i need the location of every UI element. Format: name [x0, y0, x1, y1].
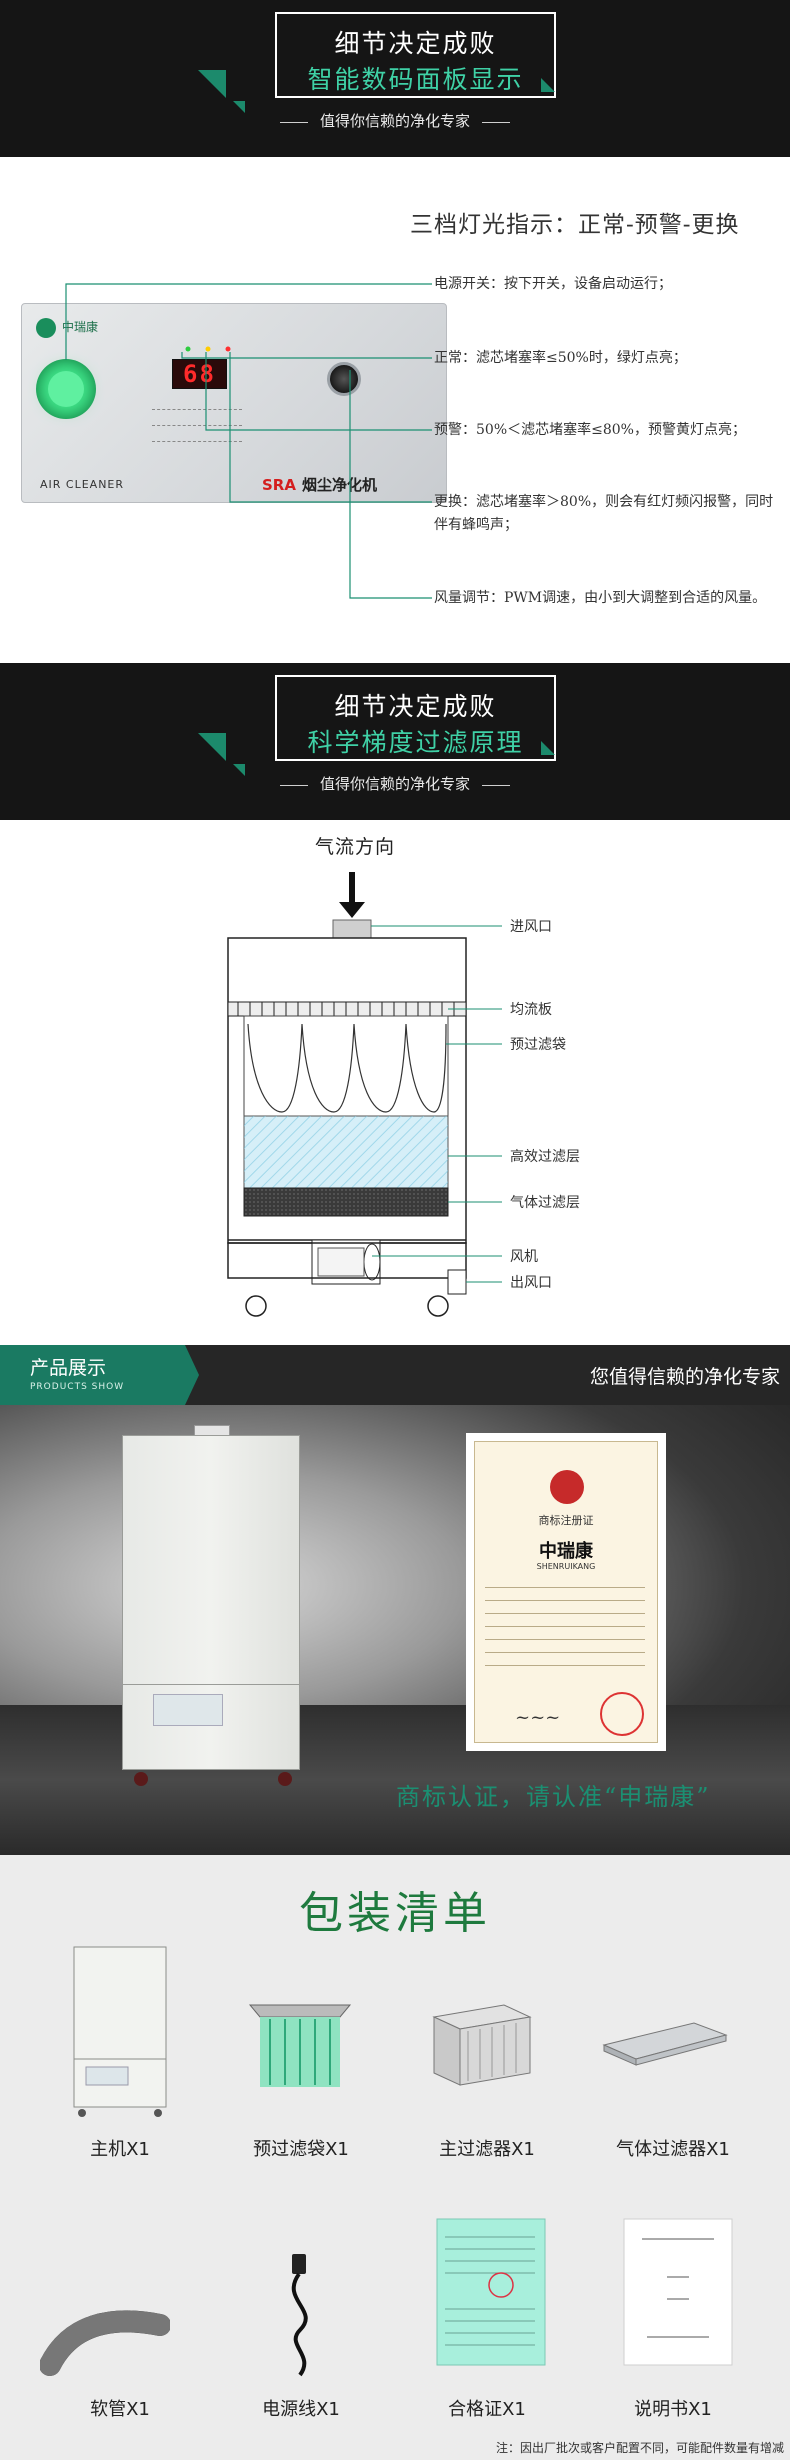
header-tagline: 您值得信赖的净化专家	[589, 1366, 780, 1388]
brand-logo-icon	[36, 318, 56, 338]
tab-title-en: PRODUCTS SHOW	[30, 1382, 125, 1392]
gas-filter-icon	[602, 2022, 728, 2066]
trademark-slogan: 商标认证，请认准“申瑞康”	[396, 1783, 711, 1811]
airflow-arrow-icon	[339, 872, 365, 918]
certificate-text-lines	[485, 1587, 645, 1678]
digital-display: 68	[172, 359, 227, 389]
item-label-pre-filter-bag: 预过滤袋X1	[253, 2139, 349, 2160]
note-power: 电源开关：按下开关，设备启动运行；	[434, 276, 672, 292]
banner-heading: 细节决定成败	[334, 692, 497, 721]
item-label-manual: 说明书X1	[634, 2399, 712, 2420]
main-filter-icon	[432, 2004, 532, 2086]
banner-tagline: 值得你信赖的净化专家	[0, 110, 790, 131]
decor-triangle	[198, 733, 226, 761]
packing-list-section: 包装清单 主机X1 预过滤袋X1 主过滤器X1 气体过滤器X1	[0, 1855, 790, 2460]
brand-name: 中瑞康	[62, 320, 99, 334]
callout-lines	[65, 283, 432, 599]
product-stage: 商标注册证 中瑞康 SHENRUIKANG ~~~ 商标认证，请认准“申瑞康”	[0, 1405, 790, 1855]
wheel-icon	[278, 1772, 292, 1786]
bag-filter-icon	[248, 2004, 352, 2087]
note-warning: 预警：50%＜滤芯堵塞率≤80%，预警黄灯点亮；	[434, 422, 746, 438]
trademark-certificate: 商标注册证 中瑞康 SHENRUIKANG ~~~	[466, 1433, 666, 1751]
hose-icon	[40, 2310, 170, 2376]
manual-icon	[623, 2218, 733, 2366]
item-label-main-filter: 主过滤器X1	[439, 2139, 535, 2160]
item-label-hose: 软管X1	[90, 2399, 150, 2420]
cabinet-icon	[73, 1946, 167, 2117]
signature-icon: ~~~	[515, 1707, 561, 1728]
decor-triangle	[541, 78, 555, 92]
label-fan: 风机	[510, 1249, 538, 1265]
banner-tagline: 值得你信赖的净化专家	[0, 773, 790, 794]
banner-filter: 细节决定成败 科学梯度过滤原理 值得你信赖的净化专家	[0, 663, 790, 820]
model-name: 烟尘净化机	[301, 476, 377, 494]
tab-title-cn: 产品展示	[30, 1357, 107, 1379]
product-show-header: 产品展示 PRODUCTS SHOW 您值得信赖的净化专家	[0, 1345, 790, 1405]
label-pre-filter-bag: 预过滤袋	[510, 1037, 566, 1053]
banner-subheading: 智能数码面板显示	[307, 65, 524, 94]
banner-title-box: 细节决定成败 科学梯度过滤原理	[275, 675, 556, 761]
model-label: SRA 烟尘净化机	[262, 474, 377, 495]
note-fan-speed: 风量调节：PWM调速，由小到大调整到合适的风量。	[434, 590, 767, 606]
packing-footnote: 注：因出厂批次或客户配置不同，可能配件数量有增减	[495, 2441, 784, 2455]
control-panel-image: 中瑞康 68 AIR CLEANER SRA 烟尘净化机	[21, 303, 447, 503]
decor-triangle	[198, 70, 226, 98]
label-gas-layer: 气体过滤层	[510, 1195, 580, 1211]
filter-diagram	[227, 872, 502, 1317]
power-cord-icon	[291, 2254, 308, 2377]
fan-speed-knob-icon	[327, 362, 361, 396]
product-show-tab: 产品展示 PRODUCTS SHOW	[0, 1345, 199, 1405]
item-label-certificate: 合格证X1	[448, 2399, 526, 2420]
decor-triangle	[541, 741, 555, 755]
note-replace: 更换：滤芯堵塞率＞80%，则会有红灯频闪报警，同时伴有蜂鸣声；	[434, 494, 774, 533]
banner-top: 细节决定成败 智能数码面板显示 值得你信赖的净化专家	[0, 0, 790, 157]
certificate-body: 商标注册证 中瑞康 SHENRUIKANG ~~~	[474, 1441, 658, 1743]
banner-title-box: 细节决定成败 智能数码面板显示	[275, 12, 556, 98]
product-cabinet-image	[122, 1435, 300, 1770]
label-flow-plate: 均流板	[510, 1002, 552, 1018]
panel-title: 三档灯光指示：正常-预警-更换	[410, 212, 740, 238]
airflow-label: 气流方向	[315, 836, 396, 858]
item-label-main-unit: 主机X1	[90, 2139, 150, 2160]
item-label-gas-filter: 气体过滤器X1	[616, 2139, 730, 2160]
banner-heading: 细节决定成败	[334, 29, 497, 58]
cabinet-divider	[123, 1684, 299, 1685]
indicator-lights-icon	[185, 346, 231, 352]
note-normal: 正常：滤芯堵塞率≤50%时，绿灯点亮；	[434, 350, 687, 366]
packing-list-title: 包装清单	[299, 1888, 491, 1939]
official-seal-icon	[600, 1692, 644, 1736]
model-code: SRA	[262, 476, 296, 494]
certificate-title: 商标注册证	[538, 1514, 594, 1527]
banner-subheading: 科学梯度过滤原理	[307, 728, 524, 757]
certificate-icon	[436, 2218, 546, 2366]
wheel-icon	[134, 1772, 148, 1786]
label-hepa-layer: 高效过滤层	[510, 1149, 580, 1165]
certificate-brand-en: SHENRUIKANG	[536, 1562, 596, 1571]
national-emblem-icon	[550, 1470, 584, 1504]
certificate-brand: 中瑞康	[539, 1541, 593, 1562]
air-cleaner-text: AIR CLEANER	[40, 478, 125, 491]
power-switch-icon	[48, 371, 84, 407]
status-legend	[152, 404, 242, 452]
label-outlet: 出风口	[510, 1275, 552, 1291]
cabinet-control-panel	[153, 1694, 223, 1726]
item-label-power-cord: 电源线X1	[262, 2399, 340, 2420]
label-inlet: 进风口	[510, 919, 552, 935]
